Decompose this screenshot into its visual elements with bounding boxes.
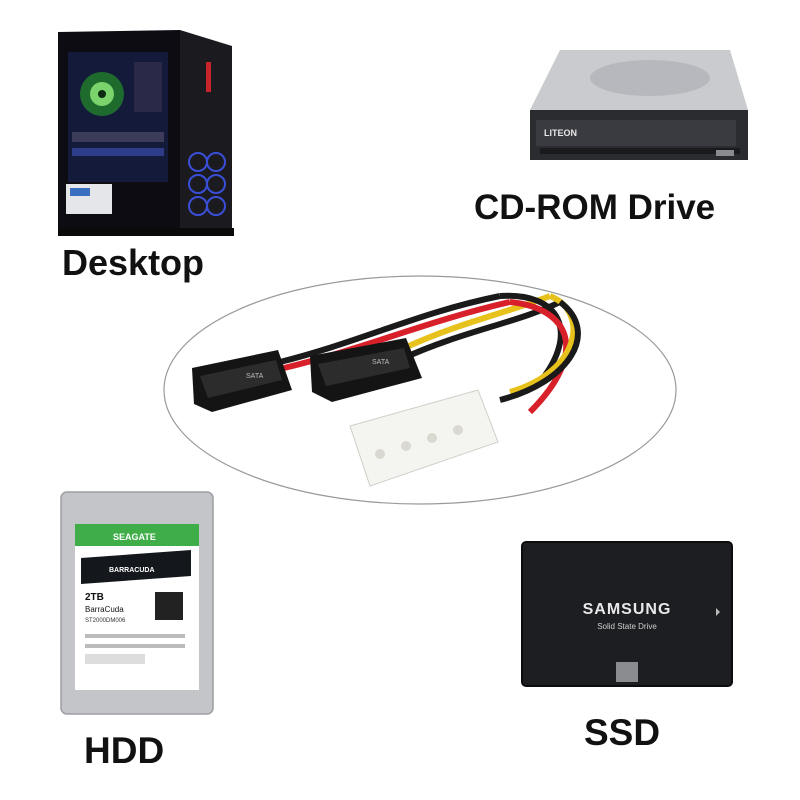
wire-black-1 xyxy=(279,293,501,365)
hdd-name: BarraCuda xyxy=(85,605,124,614)
ssd-body xyxy=(521,541,733,687)
hdd-image: SEAGATE BARRACUDA 2TB BarraCuda ST2000DM… xyxy=(60,491,214,715)
hdd-model: BARRACUDA xyxy=(109,567,155,574)
ssd-image: SAMSUNG Solid State Drive xyxy=(521,541,733,687)
cdrom-eject-button xyxy=(716,150,734,156)
ssd-subtitle: Solid State Drive xyxy=(597,622,657,631)
ssd-label-text: SSD xyxy=(584,712,661,753)
hdd-label-text: HDD xyxy=(84,730,165,771)
hdd-brand: SEAGATE xyxy=(113,532,156,542)
sata-connector-1: SATA xyxy=(192,350,292,412)
highlight-ellipse xyxy=(163,275,677,505)
pc-side-panel xyxy=(180,30,232,236)
cdrom-drive-image: LITEON xyxy=(530,50,748,160)
ssd-brand: SAMSUNG xyxy=(583,601,672,618)
ssd-label-patch xyxy=(616,662,638,682)
hdd-brand-band xyxy=(75,524,199,546)
desktop-pc-image xyxy=(58,30,234,236)
sata-connector-2: SATA xyxy=(310,338,422,402)
hdd-part-number: ST2000DM006 xyxy=(85,618,126,624)
hdd-qr-code xyxy=(155,592,183,620)
molex-connector xyxy=(349,389,499,487)
sata-mark-1: SATA xyxy=(246,373,264,380)
hdd-capacity: 2TB xyxy=(85,592,104,603)
sata-power-cable-image: SATA SATA xyxy=(163,275,677,505)
desktop-label: Desktop xyxy=(62,242,205,283)
cdrom-brand: LITEON xyxy=(544,128,577,138)
sata-mark-2: SATA xyxy=(372,359,390,366)
cdrom-tray xyxy=(536,120,736,146)
cdrom-label: CD-ROM Drive xyxy=(474,188,716,227)
